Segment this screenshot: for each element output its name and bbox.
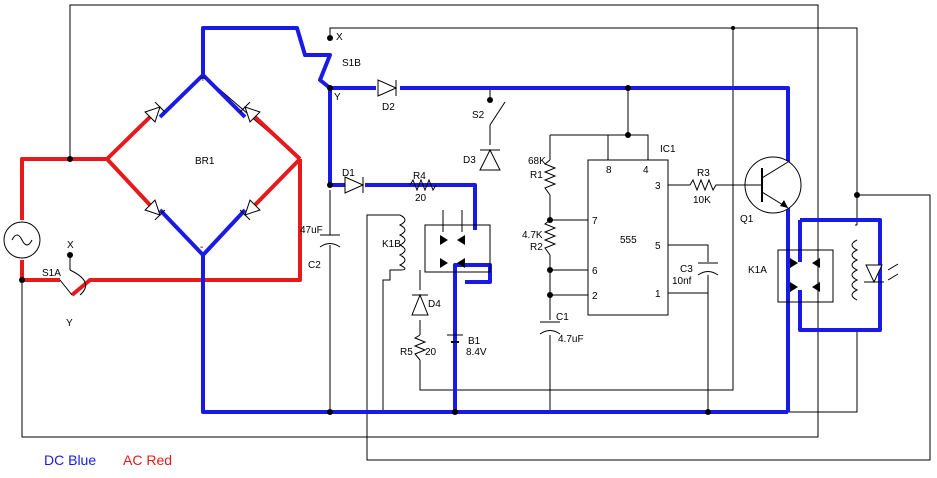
resistor-r1-symbol [543,159,557,196]
c2-value: 47uF [300,225,323,236]
r4-label: R4 [413,171,426,182]
relay-k1b-coil-symbol [398,214,406,271]
s1a-label: S1A [42,268,61,279]
resistor-r4-symbol [409,178,437,192]
r3-value: 10K [693,195,711,206]
diode-d2-symbol [377,79,398,97]
pin6-label: 6 [592,266,598,277]
s1a-y-label: Y [66,318,73,329]
pin1-label: 1 [655,289,661,300]
b1-label: B1 [468,336,481,347]
capacitor-c1-symbol [539,321,561,335]
diode-d1-symbol [344,176,365,194]
d2-label: D2 [382,102,395,113]
br-plus-label: + [200,74,206,85]
c1-label: C1 [556,312,569,323]
ic1-body [587,159,669,316]
r2-value: 4.7K [522,230,543,241]
legend: DC Blue AC Red [44,452,172,468]
relay-k1b-contacts-symbol [424,210,491,273]
r5-value: 20 [425,347,437,358]
c2-label: C2 [308,260,321,271]
s1b-y-label: Y [334,92,341,103]
junctions [19,26,860,415]
component-labels: BR1 + - S1A X Y S1B X Y D2 D1 D3 D4 S2 R… [42,32,767,358]
s1b-x-label: X [336,32,343,43]
dc-wires [158,26,882,414]
k1b-label: K1B [382,239,401,250]
c3-label: C3 [680,264,693,275]
r4-value: 20 [415,193,427,204]
resistor-r2-symbol [543,219,557,256]
r1-value: 68K [528,156,546,167]
switch-s2-symbol [489,101,506,126]
switch-s1a-symbol [59,269,87,296]
diode-d3-symbol [479,148,501,171]
transistor-q1-symbol [744,156,802,214]
legend-ac-text: AC Red [123,452,172,468]
ac-wires [20,115,302,297]
pin2-label: 2 [592,291,598,302]
q1-label: Q1 [740,214,754,225]
pin7-label: 7 [592,216,598,227]
s1b-label: S1B [342,58,361,69]
ac-source-symbol [3,221,41,259]
led-symbol [864,263,899,284]
diode-d4-symbol [411,293,429,316]
bridge-diodes [144,101,261,221]
battery-b1-symbol [447,334,463,343]
pin4-label: 4 [643,165,649,176]
relay-k1a-symbol [777,239,859,303]
br-minus-label: - [200,242,203,253]
resistor-r3-symbol [689,178,720,192]
resistor-r5-symbol [413,334,427,361]
r2-label: R2 [530,242,543,253]
ic1-label: IC1 [660,144,676,155]
c3-value: 10nf [672,276,692,287]
b1-value: 8.4V [466,347,487,358]
pin8-label: 8 [606,165,612,176]
legend-dc-text: DC Blue [44,452,96,468]
br1-label: BR1 [195,156,215,167]
d3-label: D3 [463,155,476,166]
pin3-label: 3 [655,181,661,192]
r5-label: R5 [400,347,413,358]
r3-label: R3 [697,168,710,179]
s2-label: S2 [472,110,485,121]
capacitor-c2-symbol [319,234,341,248]
d4-label: D4 [428,299,441,310]
r1-label: R1 [530,170,543,181]
capacitor-c3-symbol [697,262,719,276]
pin5-label: 5 [655,241,661,252]
d1-label: D1 [342,168,355,179]
thin-wires [21,4,931,461]
s1a-x-label: X [67,240,74,251]
ic1-part: 555 [620,235,637,246]
k1a-label: K1A [748,265,767,276]
c1-value: 4.7uF [558,334,584,345]
